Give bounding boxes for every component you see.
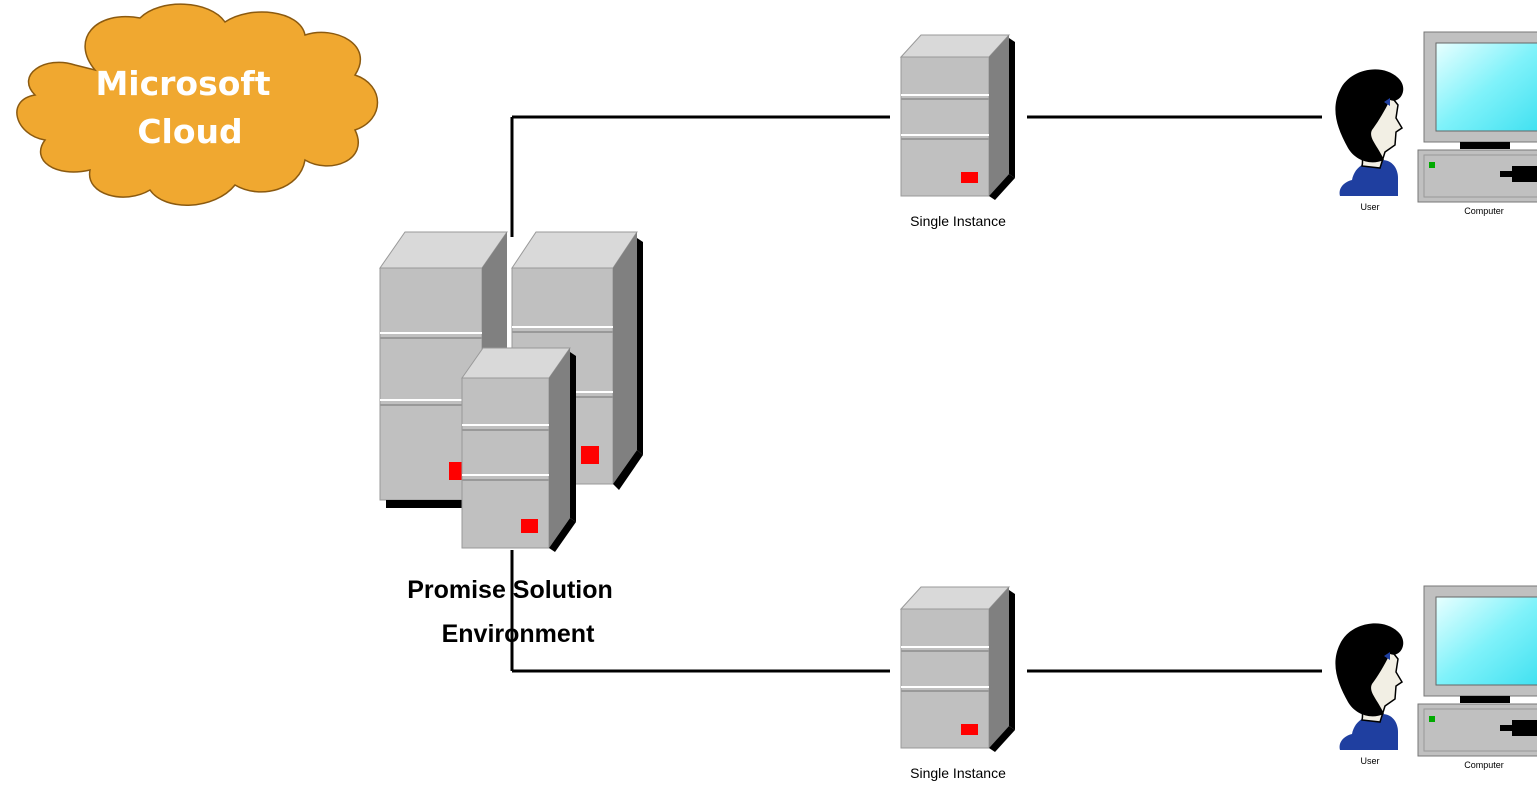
environment-label-line2: Environment xyxy=(442,620,595,648)
microsoft-cloud-icon: Microsoft Cloud xyxy=(16,3,379,206)
single-instance-label-bottom: Single Instance xyxy=(910,765,1006,781)
computer-label-bottom: Computer xyxy=(1464,760,1504,770)
cloud-title-line2: Cloud xyxy=(137,112,242,151)
single-instance-server-icon xyxy=(899,34,1015,200)
user-label-top: User xyxy=(1360,202,1379,212)
computer-icon xyxy=(1417,585,1537,757)
single-instance-label-top: Single Instance xyxy=(910,213,1006,229)
user-icon xyxy=(1335,623,1404,750)
server-cluster-icon xyxy=(379,231,643,552)
single-instance-server-icon xyxy=(899,586,1015,752)
connector-lines xyxy=(510,115,1322,673)
server-tower-front xyxy=(461,347,576,552)
user-label-bottom: User xyxy=(1360,756,1379,766)
computer-label-top: Computer xyxy=(1464,206,1504,216)
computer-icon xyxy=(1417,31,1537,203)
environment-label-line1: Promise Solution xyxy=(407,576,613,604)
cloud-title-line1: Microsoft xyxy=(95,64,270,103)
user-icon xyxy=(1335,69,1404,196)
